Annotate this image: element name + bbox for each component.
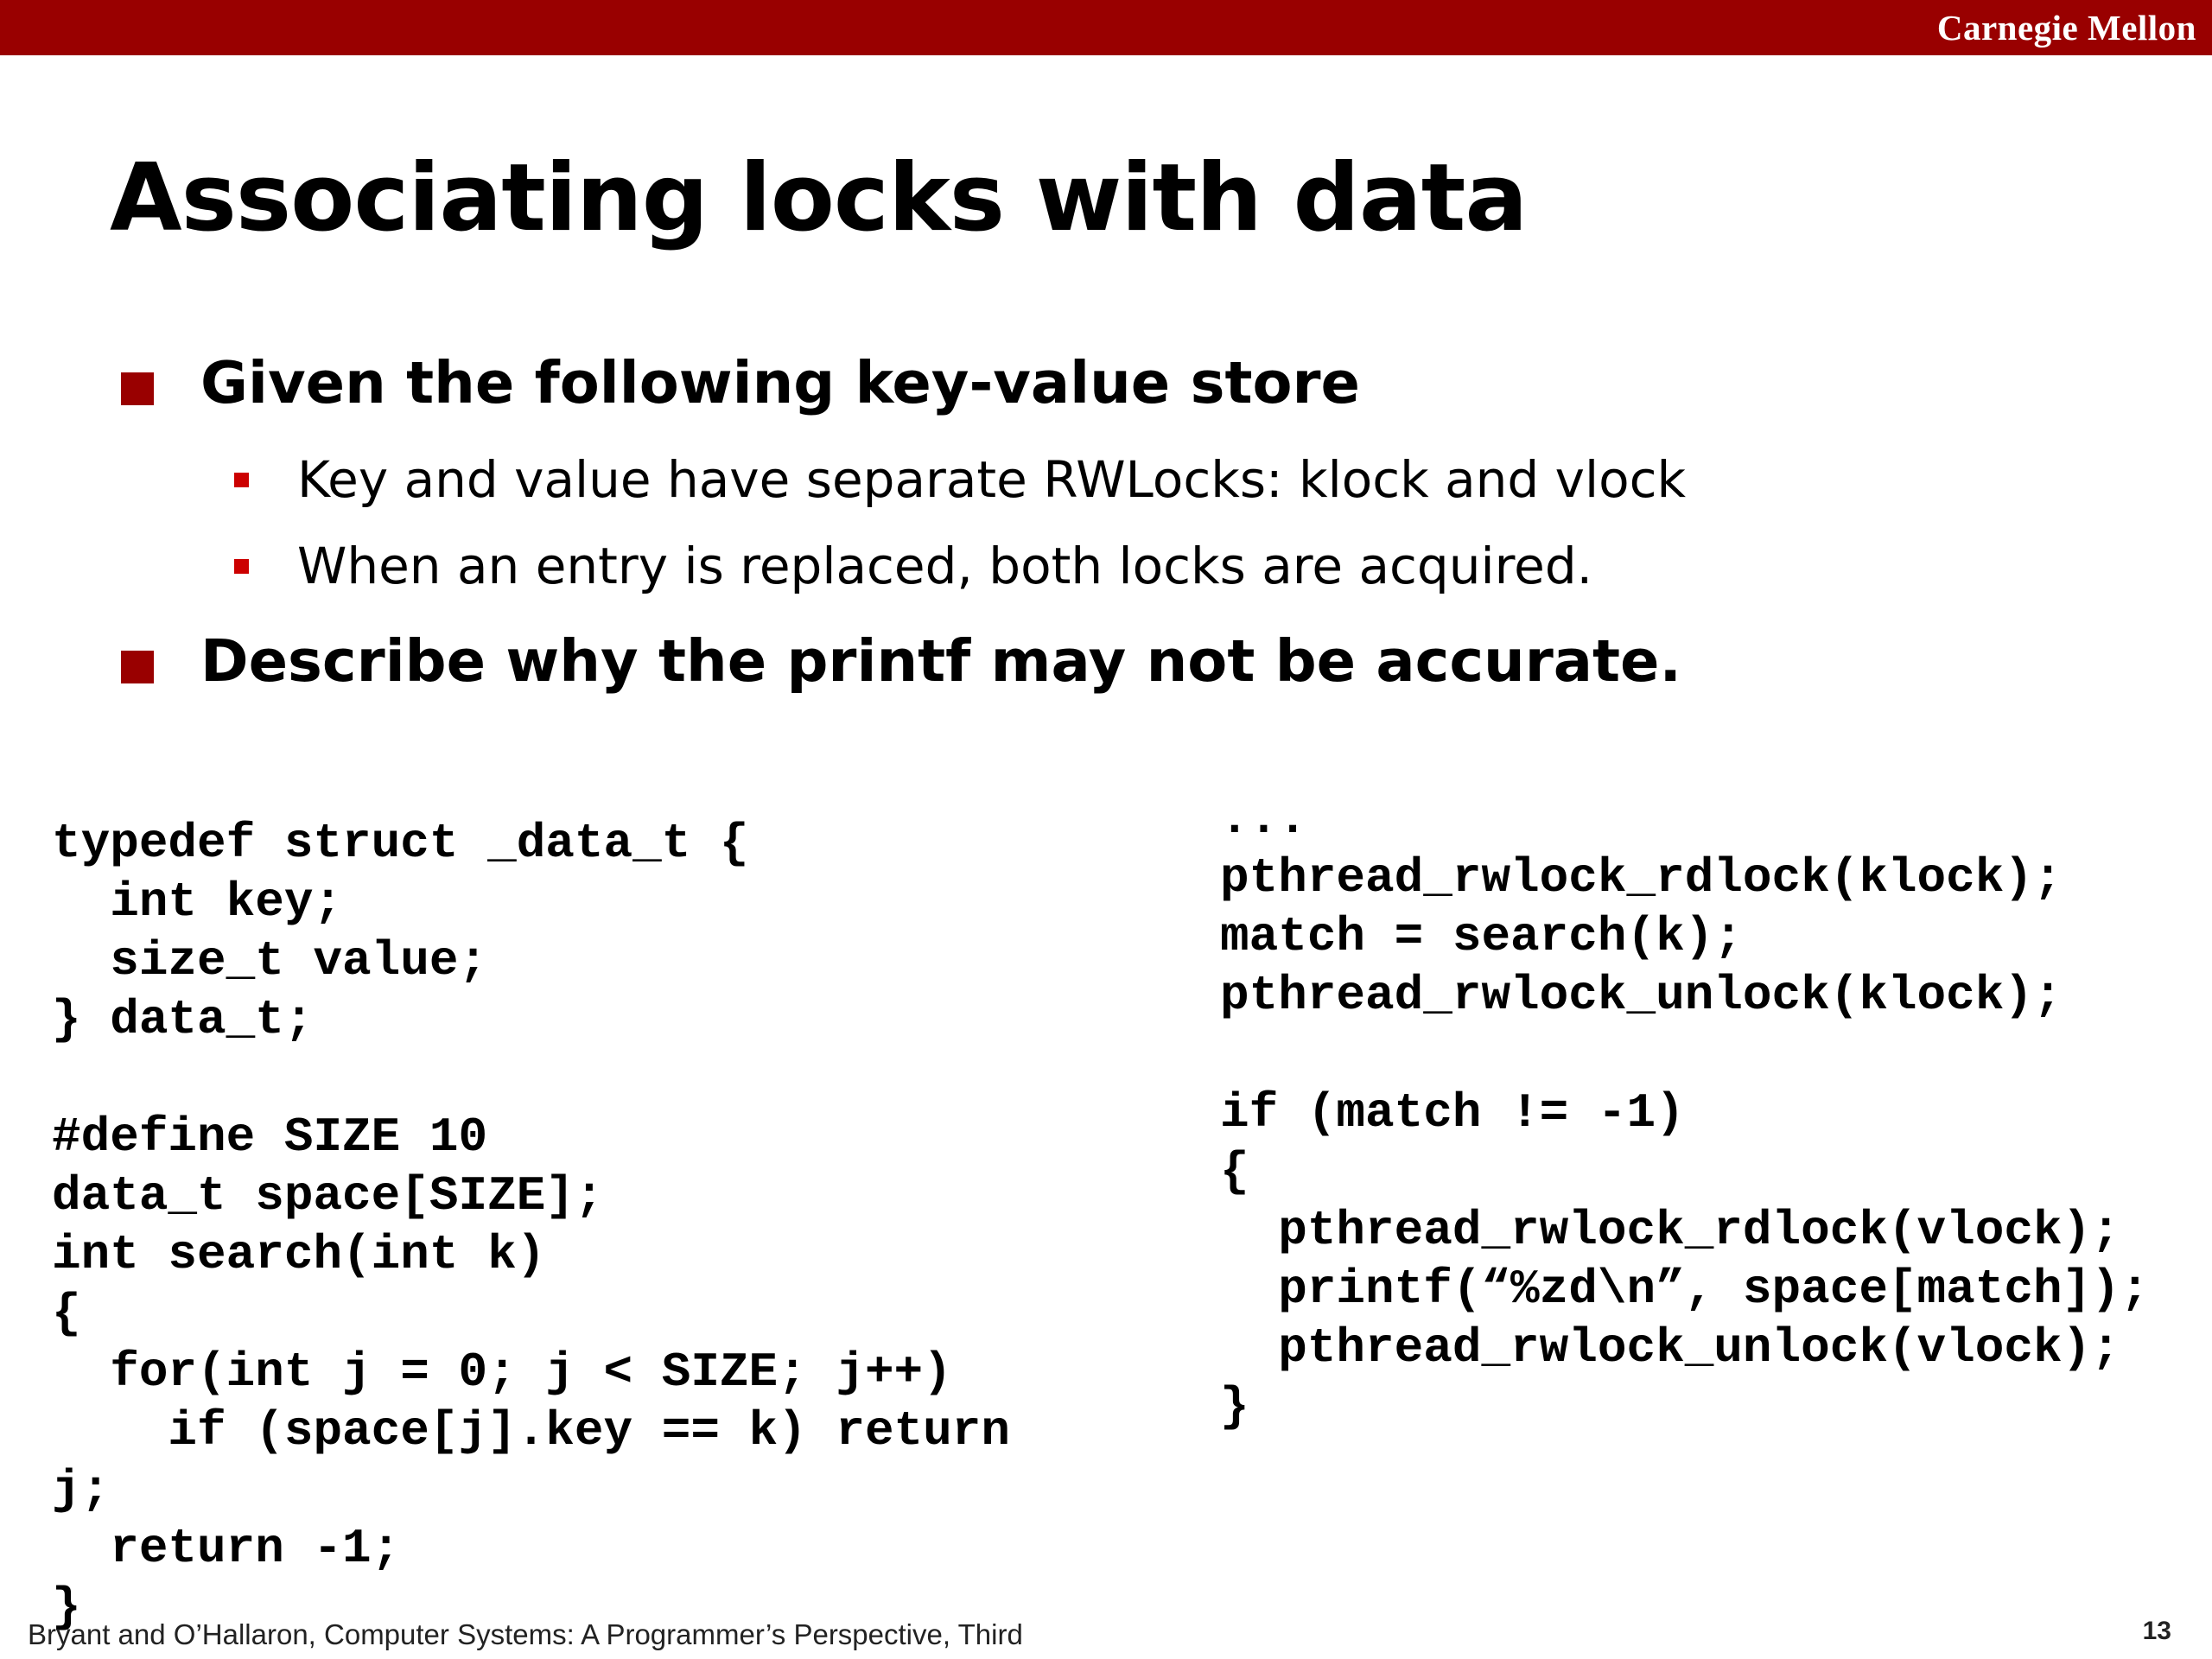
bullet-square-icon [121, 651, 154, 683]
sub-bullet-1-text: Key and value have separate RWLocks: klo… [297, 450, 1687, 509]
sub-bullet-2: When an entry is replaced, both locks ar… [234, 536, 1593, 596]
slide-title: Associating locks with data [110, 144, 1528, 252]
sub-bullet-square-icon [234, 559, 249, 574]
sub-bullet-square-icon [234, 473, 249, 487]
bullet-1: Given the following key-value store [121, 348, 1360, 417]
header-bar: Carnegie Mellon [0, 0, 2212, 55]
bullet-2: Describe why the printf may not be accur… [121, 626, 1681, 696]
bullet-square-icon [121, 372, 154, 405]
sub-bullet-2-text: When an entry is replaced, both locks ar… [297, 537, 1593, 595]
footer-citation: Bryant and O’Hallaron, Computer Systems:… [28, 1618, 1023, 1650]
brand-logo-text: Carnegie Mellon [1936, 8, 2196, 48]
page-number: 13 [2142, 1617, 2171, 1645]
code-block-left: typedef struct _data_t { int key; size_t… [52, 816, 1010, 1635]
code-block-right: ... pthread_rwlock_rdlock(klock); match … [1220, 791, 2150, 1434]
bullet-1-text: Given the following key-value store [200, 349, 1360, 416]
bullet-2-text: Describe why the printf may not be accur… [200, 627, 1681, 695]
sub-bullet-1: Key and value have separate RWLocks: klo… [234, 449, 1687, 510]
